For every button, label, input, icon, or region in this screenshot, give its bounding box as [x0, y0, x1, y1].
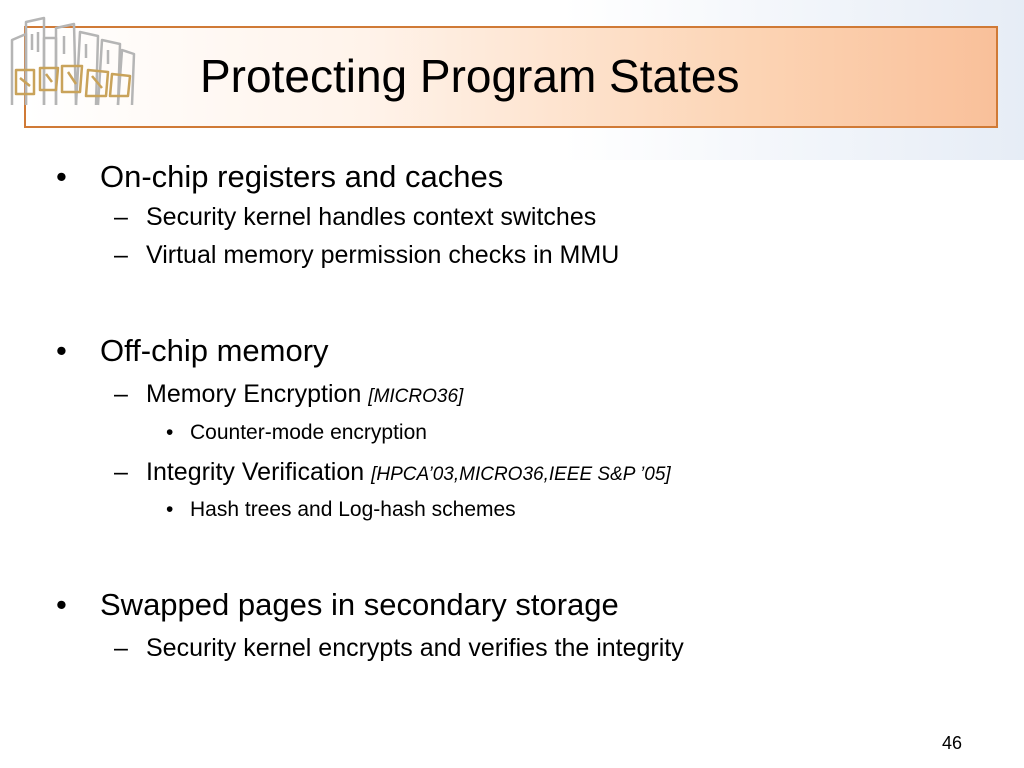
bullet-on-chip: On-chip registers and caches [100, 159, 504, 194]
sub-bullet-mmu: Virtual memory permission checks in MMU [146, 241, 620, 269]
bullet-marker: • [56, 587, 67, 622]
memory-encryption-label: Memory Encryption [146, 380, 369, 408]
sub-sub-bullet-counter-mode: Counter-mode encryption [190, 421, 427, 444]
sub-sub-bullet-hash-trees: Hash trees and Log-hash schemes [190, 498, 516, 521]
dash-marker: – [114, 634, 128, 662]
dash-marker: – [114, 380, 128, 408]
sub-bullet-memory-encryption: Memory Encryption [MICRO36] [146, 379, 463, 412]
dash-marker: – [114, 458, 128, 486]
sub-bullet-integrity-verification: Integrity Verification [HPCA’03,MICRO36,… [146, 457, 671, 490]
citation-hpca: [HPCA’03,MICRO36,IEEE S&P ’05] [371, 464, 671, 485]
integrity-verification-label: Integrity Verification [146, 458, 372, 486]
page-number: 46 [941, 733, 962, 753]
city-buildings-logo-icon [10, 16, 136, 106]
bullet-marker: • [56, 159, 67, 194]
slide-title: Protecting Program States [200, 50, 740, 102]
bullet-marker: • [56, 333, 67, 368]
sub-sub-bullet-marker: • [166, 421, 174, 444]
dash-marker: – [114, 241, 128, 269]
title-banner [24, 26, 998, 128]
sub-bullet-kernel-encrypts: Security kernel encrypts and verifies th… [146, 634, 684, 662]
bullet-swapped-pages: Swapped pages in secondary storage [100, 587, 619, 622]
sub-bullet-context-switches: Security kernel handles context switches [146, 203, 597, 231]
bullet-off-chip: Off-chip memory [100, 333, 329, 368]
sub-sub-bullet-marker: • [166, 498, 174, 521]
dash-marker: – [114, 203, 128, 231]
citation-micro36: [MICRO36] [368, 386, 464, 407]
